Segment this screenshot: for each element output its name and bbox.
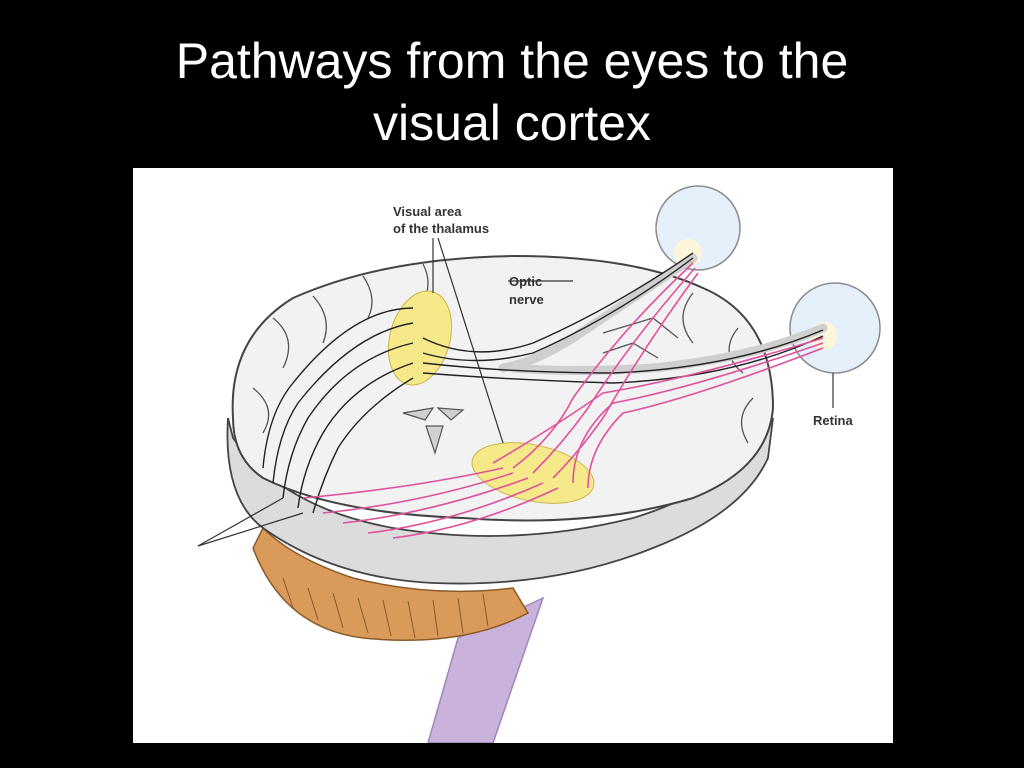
title-line-1: Pathways from the eyes to the xyxy=(175,33,849,89)
brain-diagram: Visual area of the thalamus Optic nerve … xyxy=(197,185,881,743)
left-eye xyxy=(655,185,741,271)
label-optic-line-2: nerve xyxy=(509,292,544,307)
brain-section-side xyxy=(226,417,774,585)
ventricles xyxy=(402,407,465,455)
cerebellum xyxy=(252,526,530,641)
label-optic-line-1: Optic xyxy=(509,274,542,289)
black-pathways xyxy=(262,252,824,514)
optic-nerve-tubes xyxy=(498,253,828,375)
slide-title: Pathways from the eyes to the visual cor… xyxy=(0,30,1024,154)
label-retina: Retina xyxy=(813,413,854,428)
title-line-2: visual cortex xyxy=(373,95,651,151)
pointer-lines xyxy=(197,237,834,547)
magenta-pathways xyxy=(302,262,824,539)
cerebellum-folia xyxy=(282,577,489,639)
right-eye xyxy=(789,282,881,374)
brain-diagram-figure: Visual area of the thalamus Optic nerve … xyxy=(133,168,893,743)
label-thalamus-line-2: of the thalamus xyxy=(393,221,489,236)
label-thalamus-line-1: Visual area xyxy=(393,204,462,219)
